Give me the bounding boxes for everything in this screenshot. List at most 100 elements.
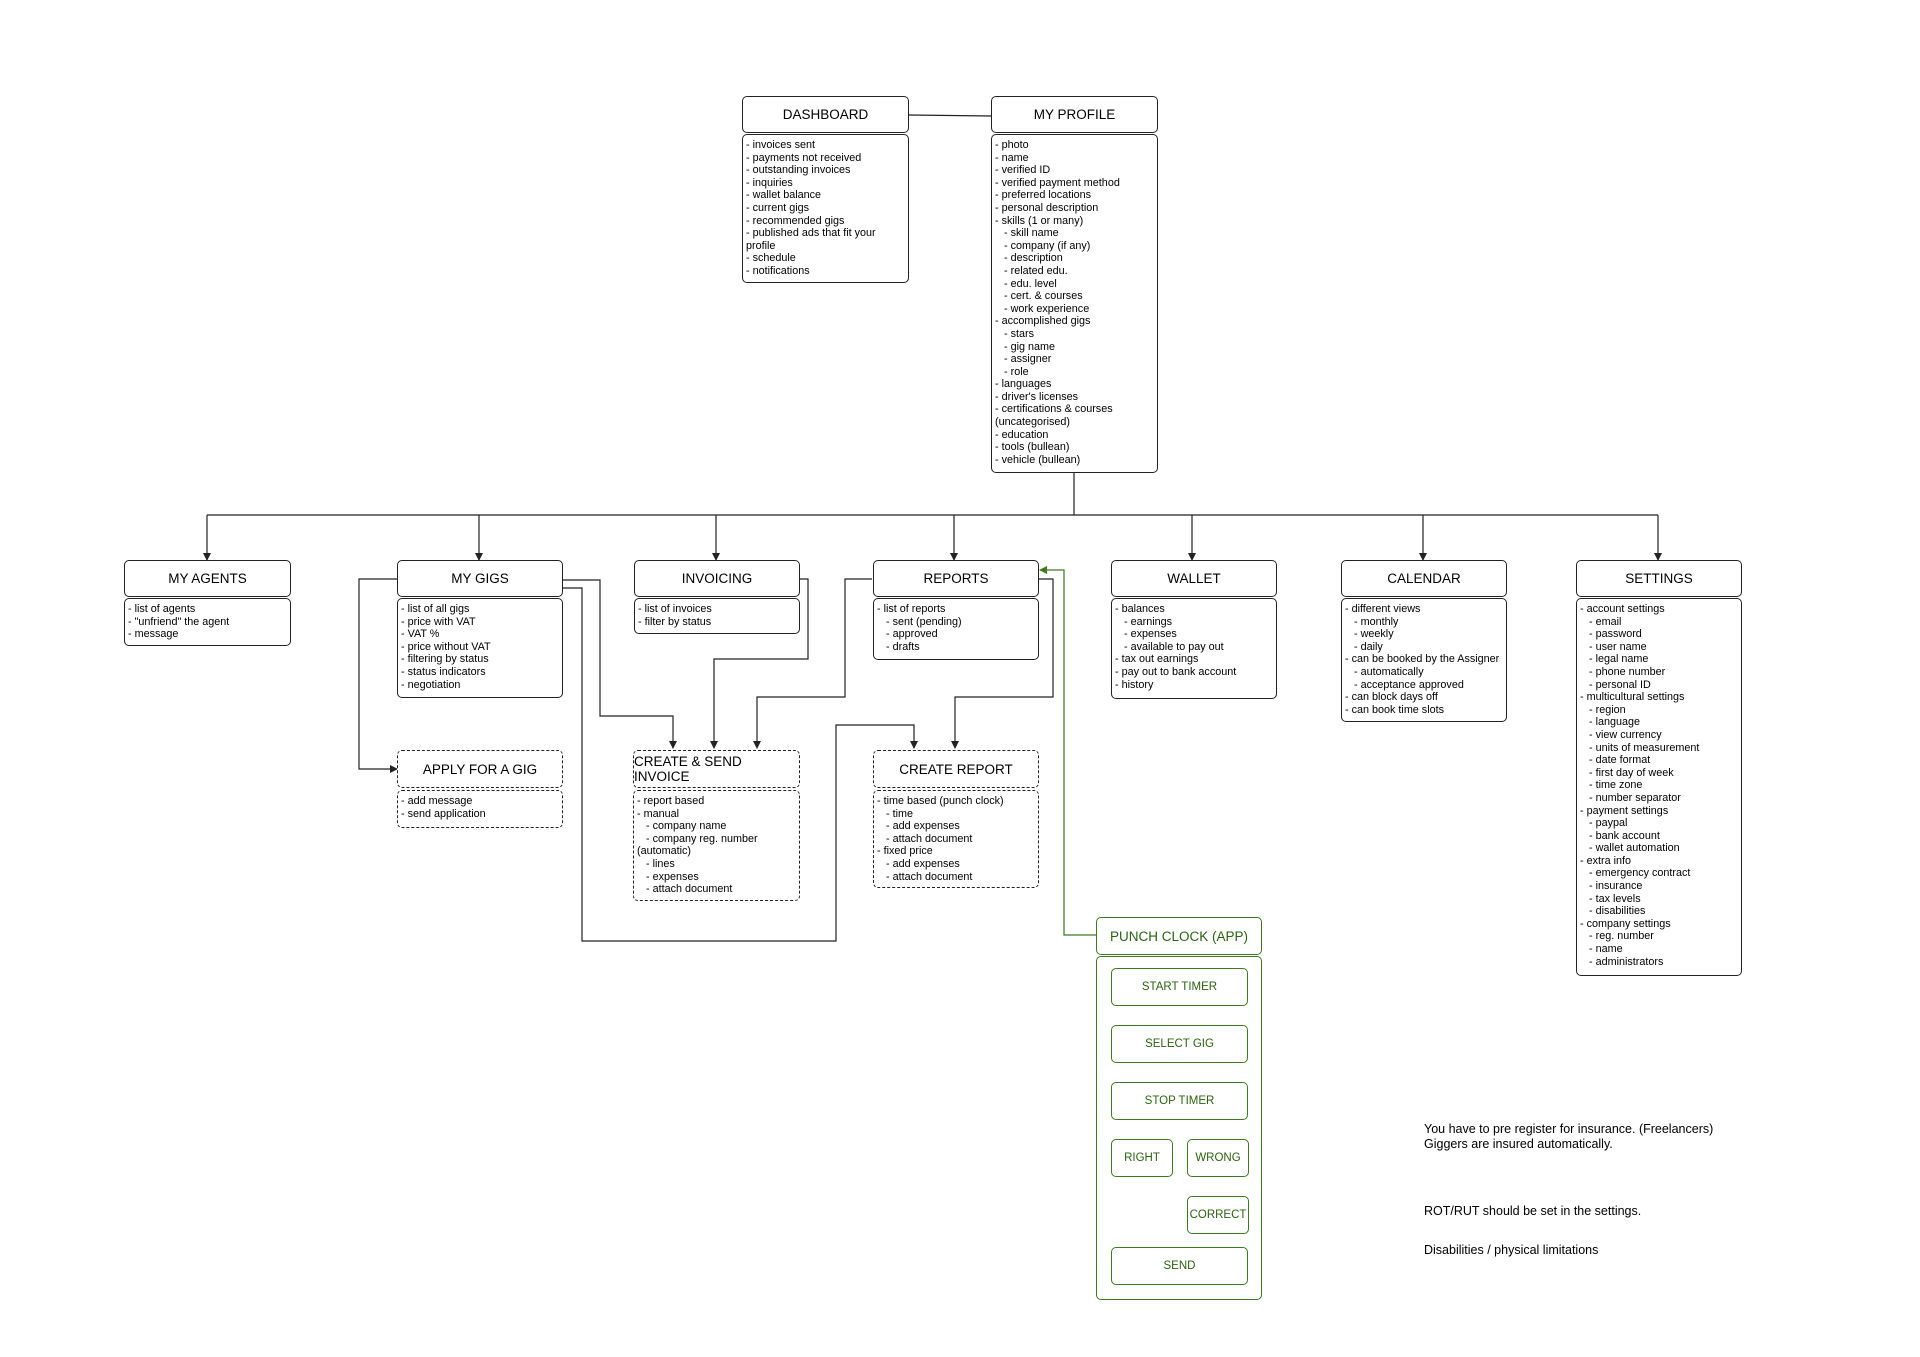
list-item: - filtering by status (401, 653, 489, 666)
list-item: - can book time slots (1345, 703, 1445, 716)
node-invoicing-title: INVOICING (634, 560, 800, 597)
list-item: - work experience (995, 302, 1090, 315)
node-my-profile-items: - photo- name- verified ID- verified pay… (991, 134, 1158, 473)
node-wallet-items: - balances - earnings - expenses - avail… (1111, 598, 1277, 699)
list-item: - lines (637, 857, 675, 870)
step-start-timer: START TIMER (1111, 968, 1248, 1006)
node-calendar-title: CALENDAR (1341, 560, 1507, 597)
list-item: - wallet balance (746, 189, 822, 202)
list-item: - pay out to bank account (1115, 665, 1237, 678)
list-item: - acceptance approved (1345, 678, 1464, 691)
node-settings-title: SETTINGS (1576, 560, 1742, 597)
list-item: - date format (1580, 754, 1651, 767)
note-disabilities: Disabilities / physical limitations (1424, 1243, 1599, 1257)
list-item: - extra info (1580, 854, 1632, 867)
list-item: - add expenses (877, 820, 960, 833)
list-item: (uncategorised) (995, 416, 1071, 429)
list-item: - company (if any) (995, 239, 1091, 252)
list-item: - multicultural settings (1580, 691, 1685, 704)
list-item: - edu. level (995, 277, 1057, 290)
list-item: - wallet automation (1580, 842, 1680, 855)
note-rot-rut: ROT/RUT should be set in the settings. (1424, 1204, 1642, 1218)
list-item: - driver's licenses (995, 390, 1079, 403)
note-insurance: You have to pre register for insurance. … (1424, 1122, 1714, 1151)
list-item: - published ads that fit your (746, 227, 876, 240)
list-item: - monthly (1345, 615, 1399, 628)
step-stop-timer: STOP TIMER (1111, 1082, 1248, 1120)
list-item: - list of agents (128, 603, 196, 615)
list-item: - related edu. (995, 264, 1068, 277)
list-item: - manual (637, 807, 680, 820)
node-reports-title: REPORTS (873, 560, 1039, 597)
list-item: - filter by status (638, 615, 712, 628)
list-item: - can be booked by the Assigner (1345, 653, 1500, 666)
node-calendar-items: - different views - monthly - weekly - d… (1341, 598, 1507, 722)
list-item: - history (1115, 678, 1154, 691)
list-item: - tax levels (1580, 892, 1641, 905)
node-create-send-invoice-items: - report based- manual - company name - … (633, 790, 800, 901)
list-item: - languages (995, 378, 1052, 391)
node-invoicing-items: - list of invoices- filter by status (634, 598, 800, 634)
list-item: - balances (1115, 603, 1165, 615)
list-item: - daily (1345, 640, 1383, 653)
list-item: - expenses (637, 870, 699, 883)
list-item: - outstanding invoices (746, 164, 851, 177)
edge-gigs-invoice (562, 579, 677, 749)
step-wrong: WRONG (1187, 1139, 1249, 1177)
list-item: - first day of week (1580, 766, 1674, 779)
list-item: - "unfriend" the agent (128, 615, 230, 628)
node-apply-for-a-gig-title: APPLY FOR A GIG (397, 750, 563, 788)
edge-reports-invoice (753, 578, 872, 749)
list-item: - education (995, 428, 1049, 441)
edge-invoicing-invoice (710, 578, 809, 749)
list-item: - insurance (1580, 880, 1643, 893)
list-item: - payment settings (1580, 804, 1669, 817)
list-item: - vehicle (bullean) (995, 453, 1081, 466)
node-settings-items: - account settings - email - password - … (1576, 598, 1742, 976)
list-item: - attach document (877, 832, 973, 845)
list-item: - view currency (1580, 728, 1662, 741)
list-item: - drafts (877, 640, 920, 653)
list-item: - bank account (1580, 829, 1660, 842)
list-item: - phone number (1580, 665, 1666, 678)
list-item: - different views (1345, 603, 1421, 615)
list-item: - inquiries (746, 176, 793, 189)
list-item: - stars (995, 327, 1034, 340)
list-item: - personal ID (1580, 678, 1651, 691)
list-item: (automatic) (637, 845, 692, 858)
node-create-send-invoice-title: CREATE & SEND INVOICE (633, 750, 800, 788)
step-select-gig: SELECT GIG (1111, 1025, 1248, 1063)
list-item: - negotiation (401, 678, 461, 691)
list-item: - assigner (995, 353, 1052, 366)
step-send: SEND (1111, 1247, 1248, 1285)
list-item: - company reg. number (637, 832, 758, 845)
list-item: - administrators (1580, 955, 1664, 968)
node-my-agents-title: MY AGENTS (124, 560, 291, 597)
list-item: - disabilities (1580, 905, 1646, 918)
list-item: - personal description (995, 201, 1099, 214)
node-my-agents-items: - list of agents- "unfriend" the agent- … (124, 598, 291, 646)
list-item: - number separator (1580, 791, 1681, 804)
list-item: - attach document (877, 870, 973, 883)
list-item: - time (877, 807, 913, 820)
list-item: - automatically (1345, 665, 1424, 678)
node-create-report-items: - time based (punch clock) - time - add … (873, 790, 1039, 888)
list-item: - certifications & courses (995, 403, 1113, 416)
list-item: - payments not received (746, 151, 862, 164)
list-item: - time zone (1580, 779, 1643, 792)
list-item: - list of invoices (638, 603, 712, 615)
list-item: - paypal (1580, 817, 1628, 830)
list-item: - price without VAT (401, 640, 491, 653)
list-item: - can block days off (1345, 691, 1438, 704)
list-item: - verified payment method (995, 176, 1120, 189)
list-item: - weekly (1345, 628, 1394, 641)
list-item: - emergency contract (1580, 867, 1691, 880)
node-dashboard-title: DASHBOARD (742, 96, 909, 133)
step-right: RIGHT (1111, 1139, 1173, 1177)
list-item: - skills (1 or many) (995, 214, 1084, 227)
list-item: - units of measurement (1580, 741, 1700, 754)
list-item: - photo (995, 139, 1029, 151)
list-item: - schedule (746, 252, 796, 265)
list-item: - accomplished gigs (995, 315, 1091, 328)
list-item: - sent (pending) (877, 615, 962, 628)
